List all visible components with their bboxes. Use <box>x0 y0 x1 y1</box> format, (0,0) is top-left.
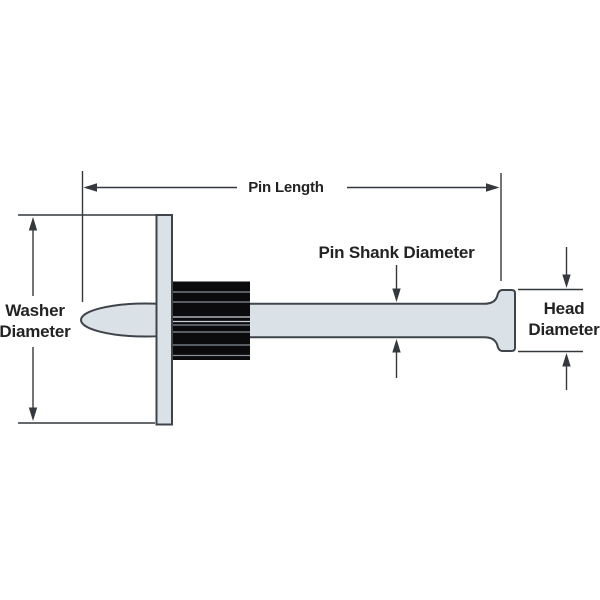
washer-diameter-dimension <box>18 214 156 424</box>
pin-length-dimension <box>81 171 502 302</box>
arrowhead-down <box>392 288 401 302</box>
washer <box>155 214 173 426</box>
arrowhead-left <box>83 183 97 192</box>
arrowhead-down <box>562 274 571 288</box>
pin-shank-and-head <box>179 289 516 352</box>
dimension-lines <box>18 171 583 424</box>
arrowhead-up <box>28 217 38 231</box>
pin-shank-diameter-label: Pin Shank Diameter <box>318 243 475 262</box>
flute-ridges <box>172 291 250 357</box>
flute-block <box>172 281 250 360</box>
arrowhead-down <box>28 407 38 421</box>
washer-diameter-label: Washer Diameter <box>0 301 71 341</box>
pin-shank-diameter-dimension <box>392 265 401 378</box>
arrowhead-right <box>486 183 500 192</box>
head-diameter-dimension <box>518 247 583 390</box>
pin-length-label: Pin Length <box>248 179 324 196</box>
arrowhead-up <box>562 353 571 367</box>
arrowhead-up <box>392 339 401 353</box>
fluted-guide-sleeve <box>172 281 250 360</box>
pin-body <box>80 289 516 352</box>
head-diameter-label: Head Diameter <box>528 299 600 339</box>
